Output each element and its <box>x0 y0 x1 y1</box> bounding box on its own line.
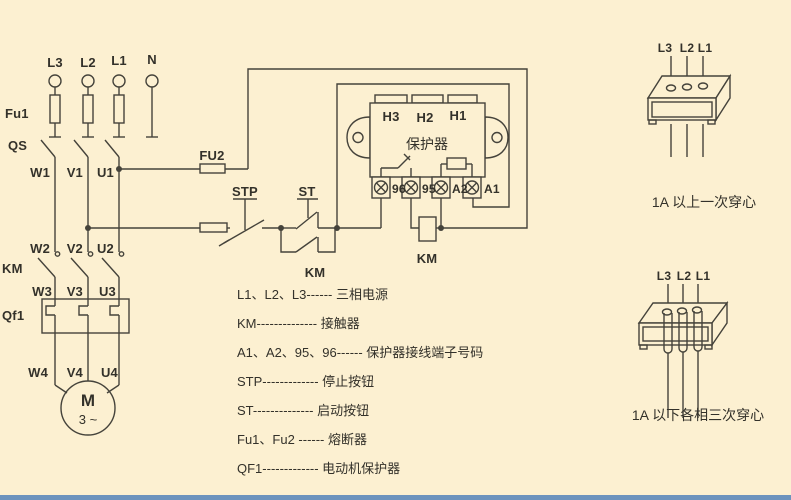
label-w2: W2 <box>30 241 50 256</box>
label-a1: A1 <box>484 182 500 196</box>
fuse-fu1-symbols <box>49 94 125 138</box>
ct-diagrams <box>637 56 732 418</box>
km-contactor-symbol <box>37 251 125 299</box>
ct-top-l3: L3 <box>658 41 673 55</box>
label-95: 95 <box>422 182 436 196</box>
label-u4: U4 <box>101 365 119 380</box>
protector-title: 保护器 <box>406 136 448 152</box>
legend: L1、L2、L3------ 三相电源 KM-------------- 接触器… <box>237 287 483 476</box>
legend-line-4: STP------------- 停止按钮 <box>237 374 374 389</box>
label-km-coil: KM <box>417 251 438 266</box>
label-st: ST <box>298 184 315 199</box>
label-l1: L1 <box>111 53 127 68</box>
label-fu1: Fu1 <box>5 106 29 121</box>
label-h1: H1 <box>449 108 466 123</box>
ct-bottom-caption: 1A 以下各相三次穿心 <box>632 407 764 423</box>
label-v3: V3 <box>67 284 83 299</box>
label-u3: U3 <box>99 284 116 299</box>
ct-box-single-pass <box>646 56 732 157</box>
motor-symbol <box>54 380 120 436</box>
ct-top-caption: 1A 以上一次穿心 <box>652 194 756 210</box>
legend-line-5: ST-------------- 启动按钮 <box>237 403 369 418</box>
fu2-fuse-symbol <box>116 68 528 229</box>
protector-box <box>346 94 509 199</box>
label-96: 96 <box>392 182 406 196</box>
label-km: KM <box>2 261 23 276</box>
label-l3: L3 <box>47 55 63 70</box>
ct-top-l2: L2 <box>680 41 695 55</box>
label-v4: V4 <box>67 365 84 380</box>
label-l2: L2 <box>80 55 96 70</box>
motor-letter: M <box>81 391 95 410</box>
label-km-aux: KM <box>305 265 326 280</box>
control-fuse-symbol <box>85 222 230 233</box>
label-fu2: FU2 <box>199 148 224 163</box>
ct-bottom-l3: L3 <box>657 269 672 283</box>
phase-wires <box>54 157 120 252</box>
label-v1: V1 <box>67 165 83 180</box>
label-qf1: Qf1 <box>2 308 24 323</box>
label-n: N <box>147 52 157 67</box>
st-start-button-symbol <box>278 198 381 231</box>
stp-stop-button-symbol <box>218 198 281 247</box>
label-w4: W4 <box>28 365 48 380</box>
km-coil-symbol <box>410 198 444 242</box>
legend-line-2: KM-------------- 接触器 <box>237 316 360 331</box>
label-qs: QS <box>8 138 27 153</box>
label-u1: U1 <box>97 165 114 180</box>
label-w1: W1 <box>30 165 50 180</box>
label-stp: STP <box>232 184 258 199</box>
qf1-overload-symbol <box>41 298 130 385</box>
ct-top-l1: L1 <box>698 41 713 55</box>
label-w3: W3 <box>32 284 52 299</box>
qs-switch-symbol <box>40 139 120 158</box>
legend-line-6: Fu1、Fu2 ------ 熔断器 <box>237 432 367 447</box>
label-v2: V2 <box>67 241 83 256</box>
supply-terminals <box>48 74 159 138</box>
legend-line-7: QF1------------- 电动机保护器 <box>237 461 400 476</box>
ct-bottom-l1: L1 <box>696 269 711 283</box>
label-h2: H2 <box>416 110 433 125</box>
km-aux-contact-symbol <box>280 228 336 253</box>
label-h3: H3 <box>382 109 399 124</box>
motor-phases: 3 ~ <box>79 412 98 427</box>
ct-box-triple-pass <box>637 284 729 418</box>
labels: L3 L2 L1 N Fu1 QS KM Qf1 W1 V1 U1 W2 V2 … <box>2 41 764 476</box>
page-bottom-accent-bar <box>0 495 791 500</box>
ct-bottom-l2: L2 <box>677 269 692 283</box>
legend-line-1: L1、L2、L3------ 三相电源 <box>237 287 388 302</box>
main-circuit <box>37 68 528 436</box>
label-u2: U2 <box>97 241 114 256</box>
label-a2: A2 <box>452 182 468 196</box>
legend-line-3: A1、A2、95、96------ 保护器接线端子号码 <box>237 345 483 360</box>
protector-wiring <box>336 83 510 228</box>
